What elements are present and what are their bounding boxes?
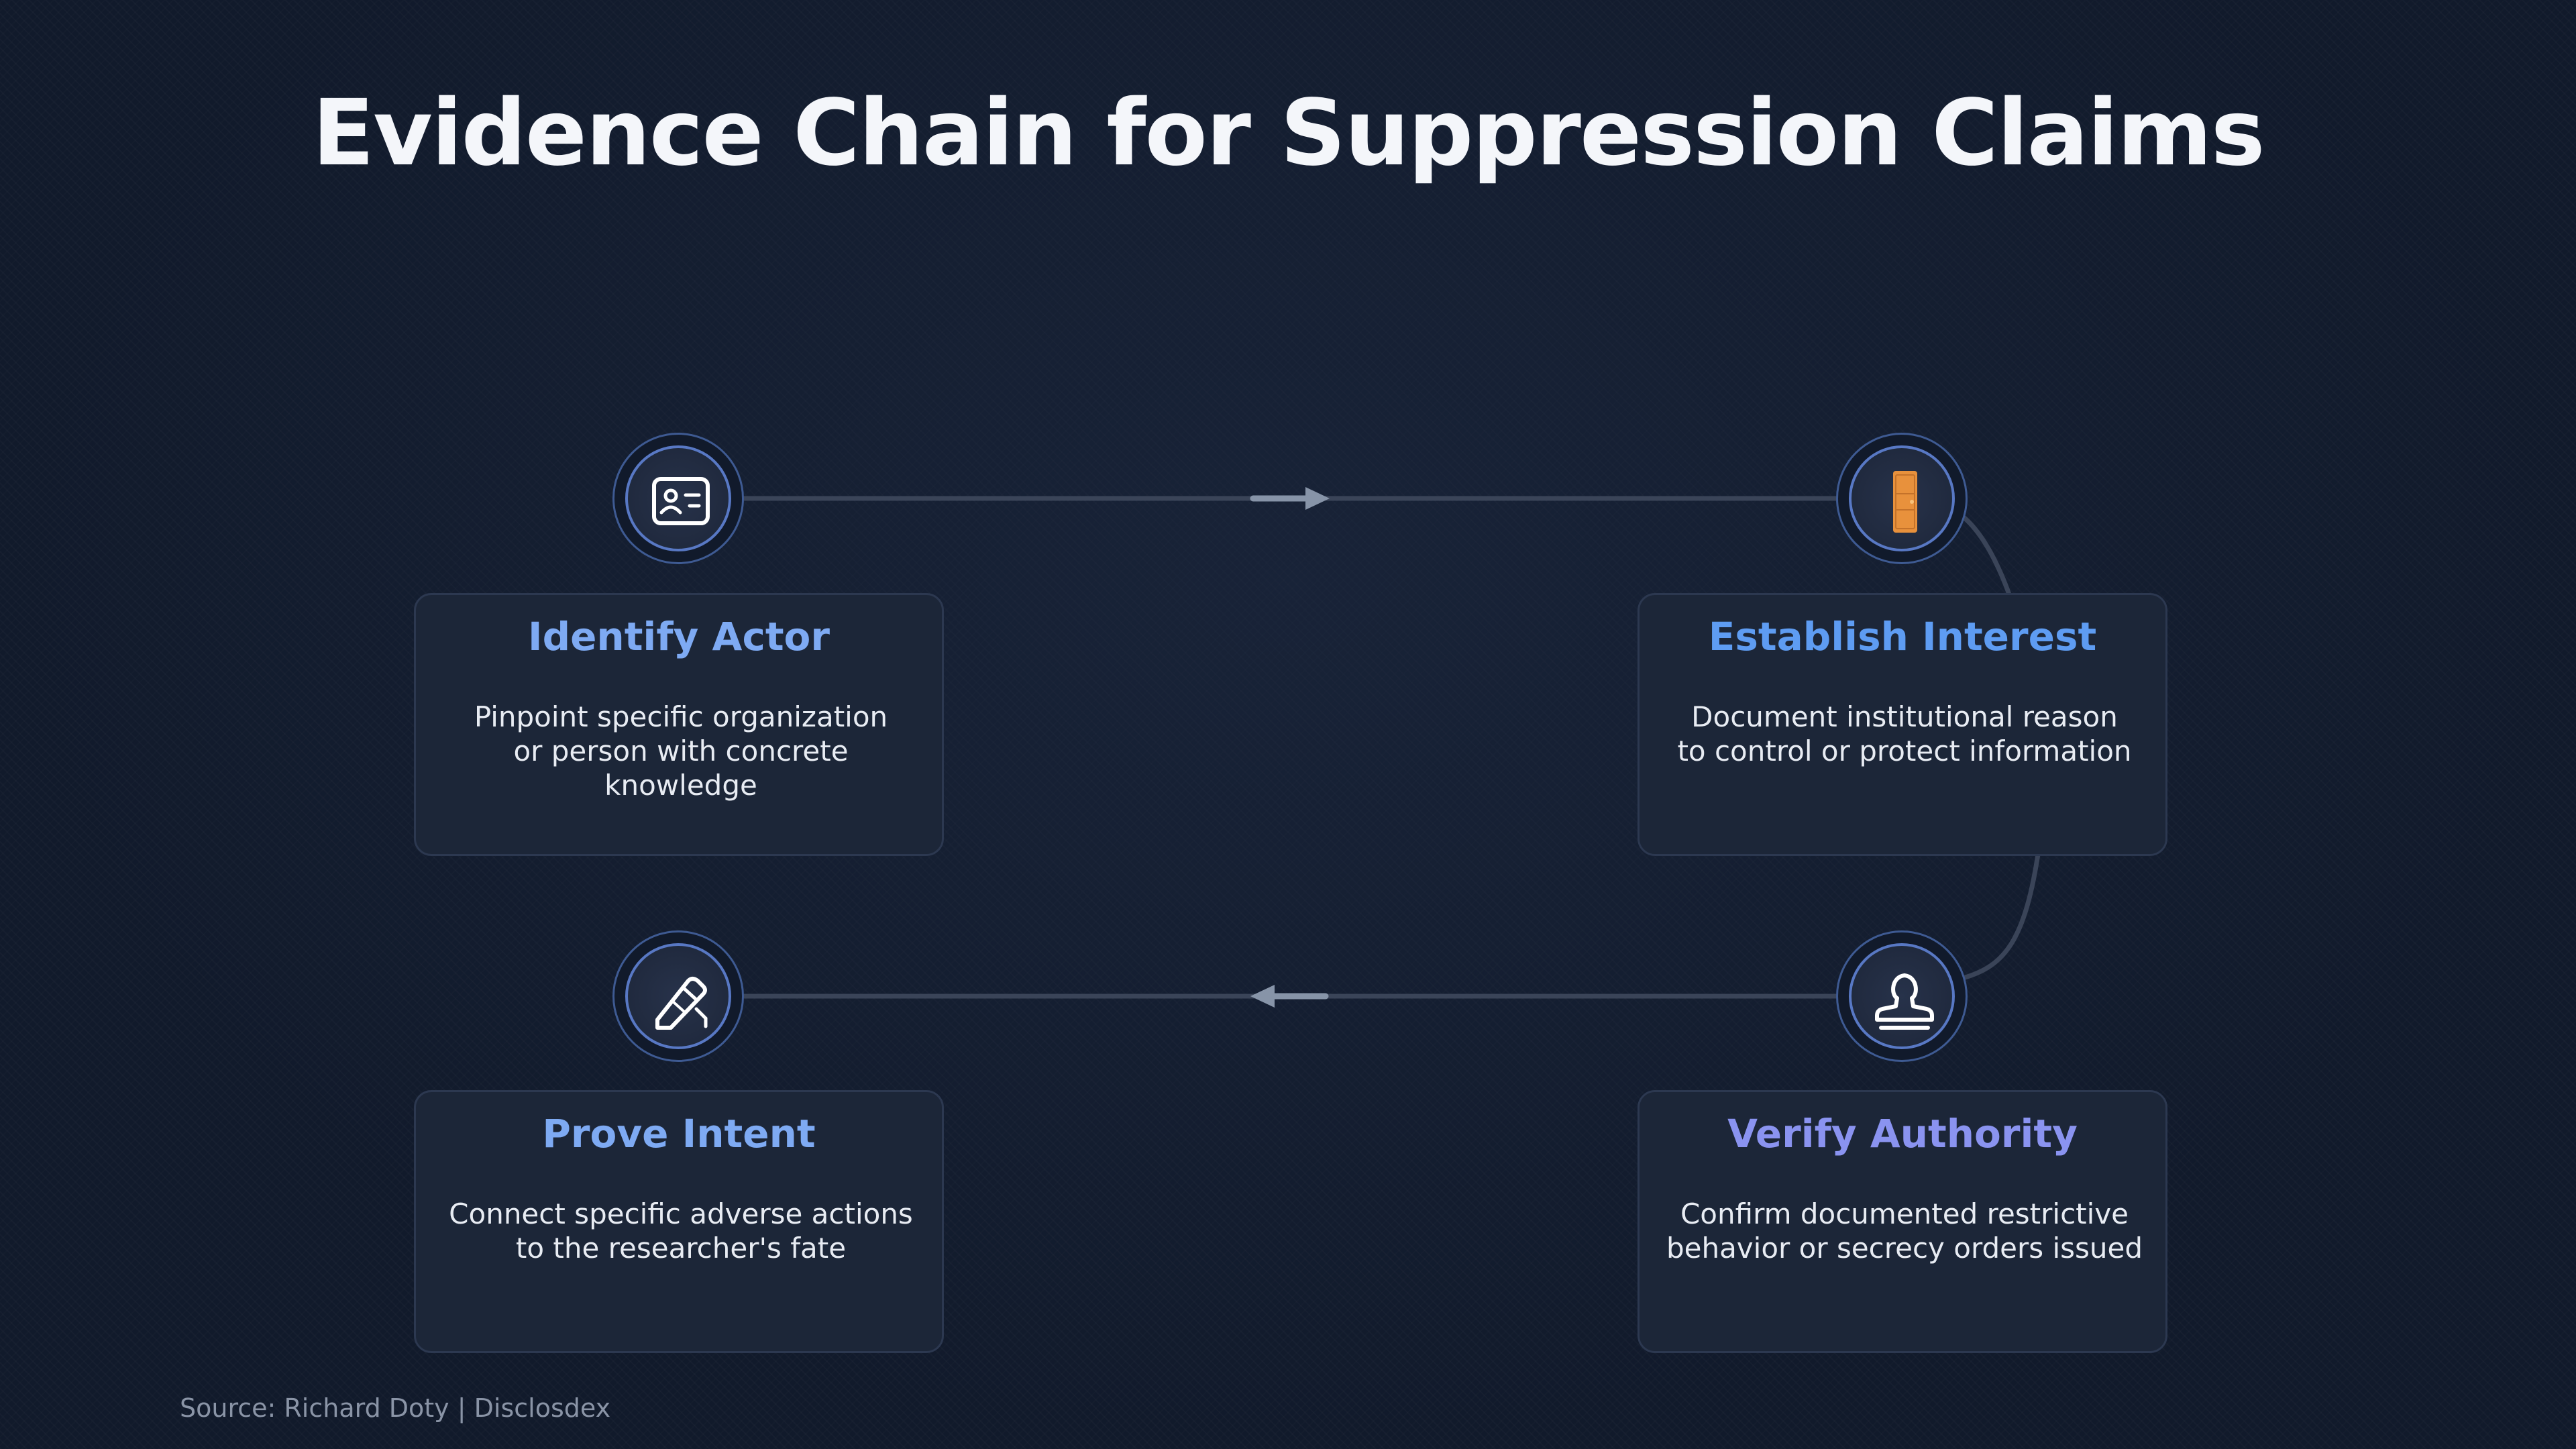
step-title: Prove Intent (542, 1111, 816, 1157)
step-description: Connect specific adverse actions to the … (436, 1197, 926, 1265)
step-description-line: to the researcher's fate (515, 1232, 847, 1265)
node-establish-interest (1836, 433, 1968, 564)
node-prove-intent (612, 930, 744, 1062)
step-description: Confirm documented restrictive behavior … (1660, 1197, 2149, 1265)
pen-icon (655, 977, 708, 1030)
step-description-line: Confirm documented restrictive (1680, 1197, 2129, 1230)
step-description-line: or person with concrete knowledge (513, 735, 849, 802)
diagram-title: Evidence Chain for Suppression Claims (312, 80, 2265, 186)
id-card-icon (652, 477, 710, 525)
arrow-right-icon (1250, 487, 1330, 510)
node-identify-actor (612, 433, 744, 564)
step-title: Establish Interest (1708, 614, 2097, 659)
step-description: Document institutional reason to control… (1660, 700, 2149, 768)
step-description-line: Pinpoint specific organization (474, 700, 888, 733)
node-verify-authority (1836, 930, 1968, 1062)
card-identify-actor: Identify Actor Pinpoint specific organiz… (414, 593, 944, 856)
card-verify-authority: Verify Authority Confirm documented rest… (1638, 1090, 2167, 1353)
source-credit: Source: Richard Doty | Disclosdex (180, 1393, 611, 1423)
step-description-line: behavior or secrecy orders issued (1666, 1232, 2143, 1265)
step-title: Verify Authority (1727, 1111, 2078, 1157)
door-icon (1893, 471, 1917, 533)
step-description-line: Connect specific adverse actions (449, 1197, 913, 1230)
step-title: Identify Actor (527, 614, 830, 659)
card-prove-intent: Prove Intent Connect specific adverse ac… (414, 1090, 944, 1353)
step-description-line: Document institutional reason (1691, 700, 2118, 733)
step-description-line: to control or protect information (1677, 735, 2132, 767)
stamp-icon (1875, 973, 1934, 1030)
card-establish-interest: Establish Interest Document institutiona… (1638, 593, 2167, 856)
arrow-left-icon (1250, 985, 1329, 1008)
step-description: Pinpoint specific organization or person… (436, 700, 926, 802)
